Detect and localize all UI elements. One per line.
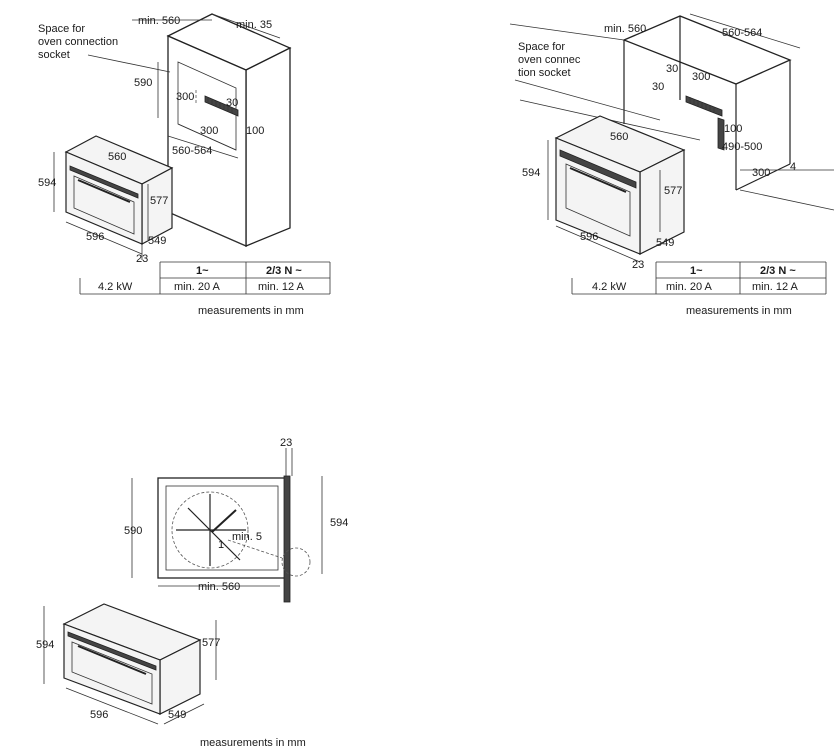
table-col3-val: min. 12 A — [258, 281, 305, 293]
oven-door-window — [73, 175, 135, 235]
vent-slot — [685, 95, 723, 117]
oven-handle — [77, 179, 131, 203]
niche-right-face — [245, 46, 291, 247]
dim-niche-width: min. 560 — [138, 15, 180, 27]
dim-oven-height: 594 — [38, 177, 56, 189]
socket-note-line2: oven connec — [518, 54, 581, 66]
socket-note-line1: Space for — [38, 23, 85, 35]
niche-front-face — [167, 35, 247, 247]
dim-niche-depth: min. 35 — [236, 19, 272, 31]
dim-niche-height: 590 — [134, 77, 152, 89]
dim-vent-height-b: 490-500 — [722, 141, 762, 153]
oven-control-panel — [69, 165, 139, 199]
oven-handle — [569, 167, 627, 193]
measurements-footer: measurements in mm — [198, 305, 304, 317]
oven-front-face — [63, 623, 161, 715]
dim-oven-front-height: 577 — [202, 637, 220, 649]
measurements-footer: measurements in mm — [686, 305, 792, 317]
dim-oven-front-height: 577 — [664, 185, 682, 197]
socket-note-line2: oven connection — [38, 36, 118, 48]
table-col3-head: 2/3 N ~ — [760, 265, 796, 277]
dim-vent-depth-a: 30 — [666, 63, 678, 75]
oven-door-window — [71, 641, 153, 705]
dim-oven-front-height: 577 — [150, 195, 168, 207]
niche-inner — [165, 485, 279, 571]
table-power: 4.2 kW — [592, 281, 627, 293]
table-power: 4.2 kW — [98, 281, 133, 293]
oven-handle — [77, 645, 147, 675]
electrical-table — [79, 261, 331, 295]
table-col2-head: 1~ — [690, 265, 703, 277]
dim-oven-width-top: 560 — [108, 151, 126, 163]
diagram-top-right: Space for oven connec tion socket min. 5… — [509, 13, 835, 317]
oven-door-window — [565, 163, 631, 237]
front-panel — [283, 475, 291, 603]
dim-vent-width-b: 300 — [752, 167, 770, 179]
socket-note-line1: Space for — [518, 41, 565, 53]
dim-vent-height: 100 — [246, 125, 264, 137]
dim-vent-depth-b: 30 — [652, 81, 664, 93]
dim-oven-height-side: 594 — [330, 517, 348, 529]
measurements-footer: measurements in mm — [200, 737, 306, 749]
dim-oven-width-top: 560 — [610, 131, 628, 143]
oven-control-panel — [559, 149, 637, 189]
dim-niche-width-range: 560-564 — [722, 27, 762, 39]
niche-outline — [157, 477, 287, 579]
oven-control-panel — [67, 631, 157, 671]
dim-front-offset: 23 — [280, 437, 292, 449]
dim-vent-offset: 4 — [790, 161, 796, 173]
dim-oven-depth: 549 — [148, 235, 166, 247]
diagram-bottom: 23 590 594 min. 5 1 min. 560 594 577 596… — [36, 437, 348, 749]
dim-vent-height-a: 100 — [724, 123, 742, 135]
dim-niche-width: min. 560 — [198, 581, 240, 593]
hinge-clearance — [281, 547, 311, 577]
socket-leader — [87, 54, 171, 73]
vent-hatch — [207, 97, 233, 113]
socket-note-line3: socket — [38, 49, 70, 61]
electrical-table — [571, 261, 827, 295]
dim-oven-depth: 549 — [168, 709, 186, 721]
dim-oven-width: 596 — [90, 709, 108, 721]
dim-angle-mark: 1 — [218, 539, 224, 551]
table-col2-val: min. 20 A — [174, 281, 221, 293]
dim-vent-width-b: 300 — [200, 125, 218, 137]
dim-vent-width-a: 300 — [176, 91, 194, 103]
rear-vent — [717, 117, 725, 151]
vent-hatch — [689, 97, 715, 113]
dim-radius: min. 5 — [232, 531, 262, 543]
diagram-top-left: Space for oven connection socket min. 56… — [38, 13, 331, 317]
table-col2-head: 1~ — [196, 265, 209, 277]
table-col3-val: min. 12 A — [752, 281, 799, 293]
table-col3-head: 2/3 N ~ — [266, 265, 302, 277]
table-col2-val: min. 20 A — [666, 281, 713, 293]
dim-niche-width-range: 560-564 — [172, 145, 212, 157]
dim-front-offset: 23 — [632, 259, 644, 271]
dim-oven-width: 596 — [580, 231, 598, 243]
dim-oven-height: 594 — [522, 167, 540, 179]
dim-niche-height: 590 — [124, 525, 142, 537]
dim-oven-width: 596 — [86, 231, 104, 243]
dim-vent-depth: 30 — [226, 97, 238, 109]
dim-oven-depth: 549 — [656, 237, 674, 249]
dim-niche-width: min. 560 — [604, 23, 646, 35]
oven-front-face — [555, 137, 641, 255]
dim-front-offset: 23 — [136, 253, 148, 265]
vent-slot — [204, 95, 239, 117]
dim-oven-height: 594 — [36, 639, 54, 651]
socket-note-line3: tion socket — [518, 67, 571, 79]
dim-vent-width-a: 300 — [692, 71, 710, 83]
door-swing-circle — [171, 491, 249, 569]
